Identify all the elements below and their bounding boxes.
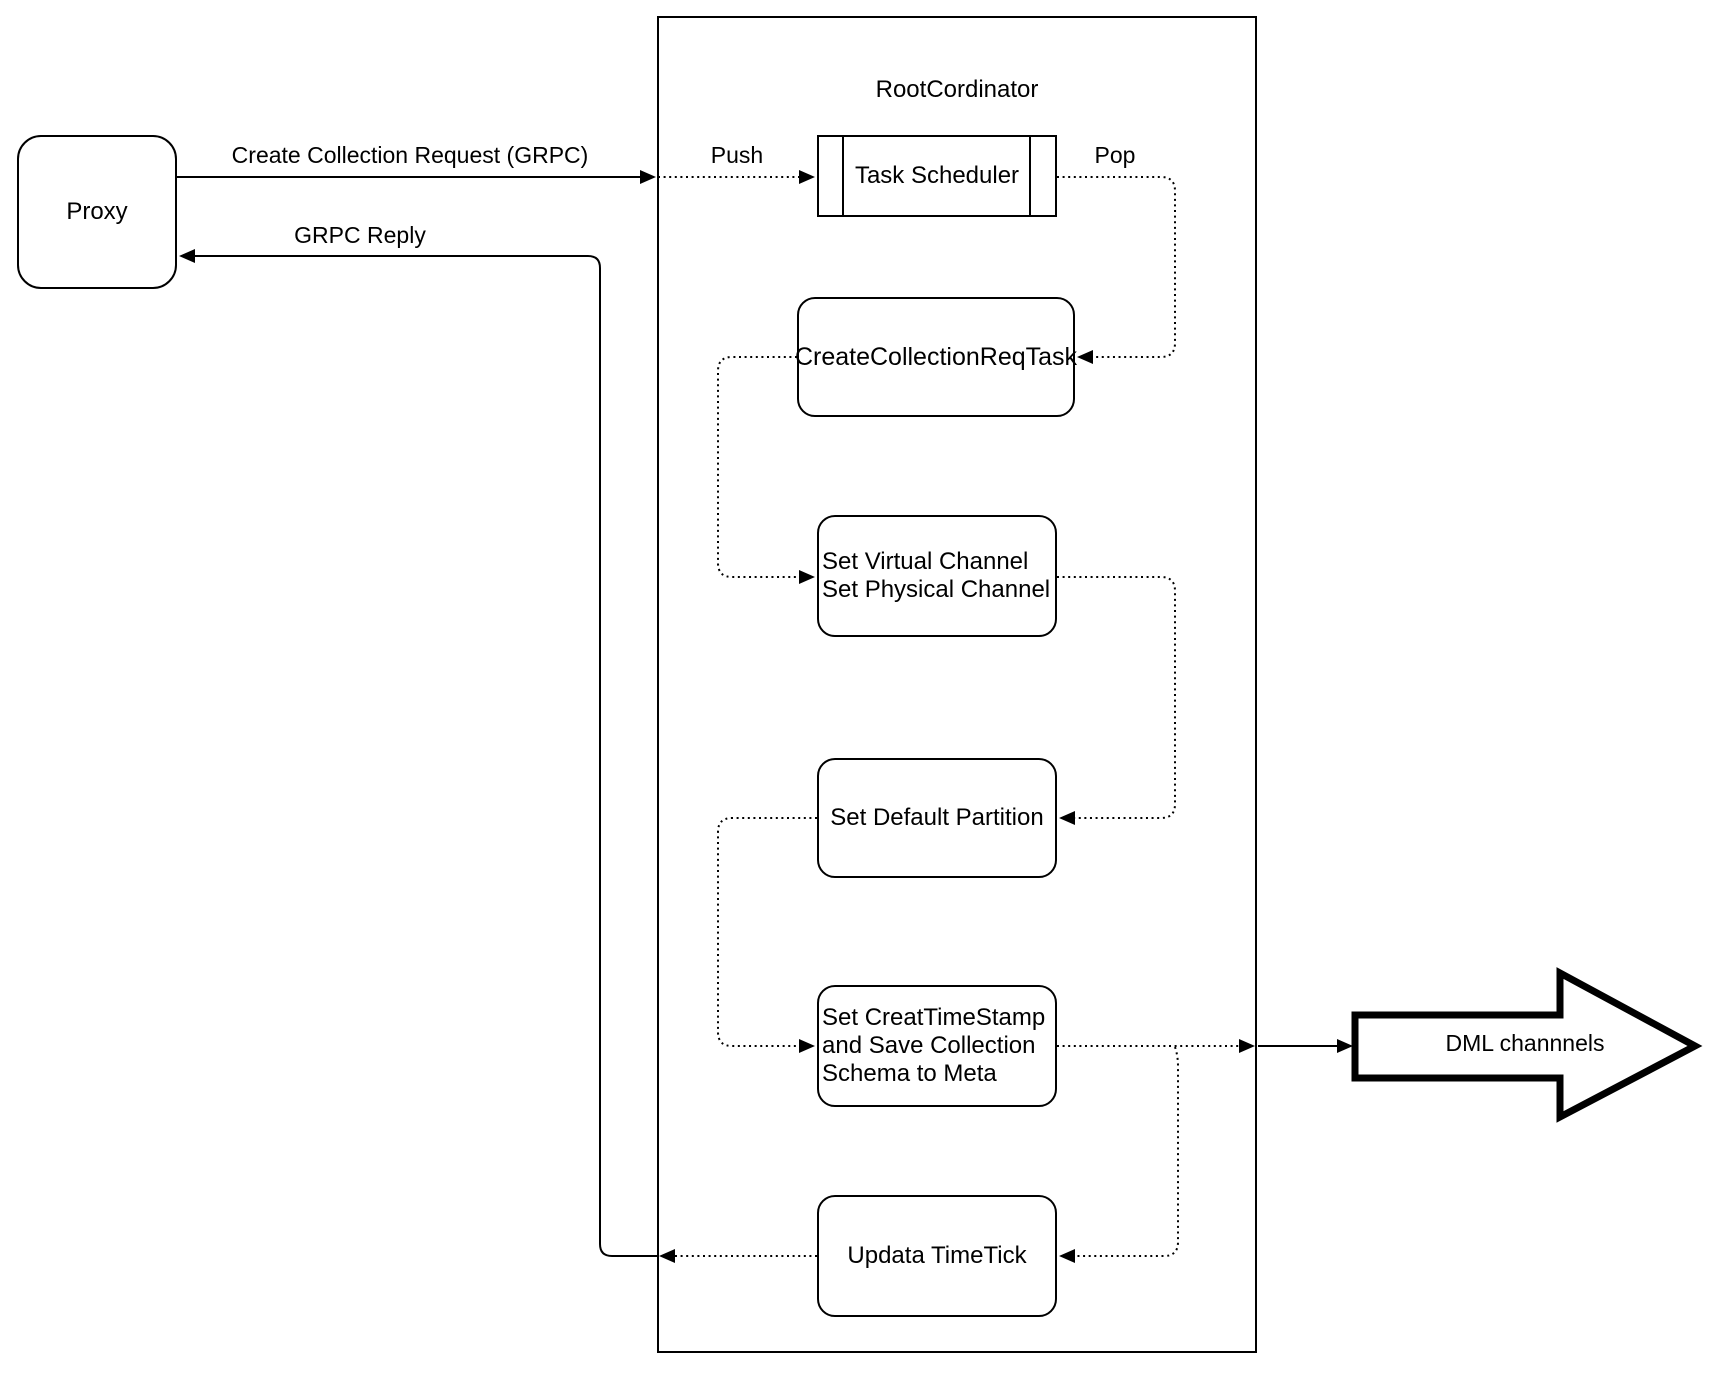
rootcoordinator-container (657, 16, 1257, 1353)
grpc-reply-label: GRPC Reply (292, 222, 428, 249)
arrowhead-set-timestamp (799, 1039, 815, 1053)
rootcoordinator-title: RootCordinator (875, 76, 1039, 103)
updata-timetick-node: Updata TimeTick (817, 1195, 1057, 1317)
task-scheduler-node: Task Scheduler (817, 135, 1057, 217)
arrowhead-updata-timetick (1059, 1249, 1075, 1263)
arrowhead-push (799, 170, 815, 184)
set-timestamp-node: Set CreatTimeStamp and Save Collection S… (817, 985, 1057, 1107)
edge-to-set-timestamp (717, 817, 817, 1047)
create-collection-request-label: Create Collection Request (GRPC) (229, 142, 591, 169)
arrowhead-request (640, 170, 656, 184)
push-label: Push (708, 142, 766, 169)
arrowhead-set-default-partition (1059, 811, 1075, 825)
arrowhead-dml (1337, 1039, 1353, 1053)
task-scheduler-left-divider (842, 135, 844, 217)
task-scheduler-right-divider (1029, 135, 1031, 217)
set-default-partition-node: Set Default Partition (817, 758, 1057, 878)
pop-label: Pop (1092, 142, 1138, 169)
edge-pop (1057, 176, 1176, 358)
set-default-partition-label: Set Default Partition (830, 804, 1044, 831)
dml-channels-arrow-shape (1351, 967, 1703, 1123)
set-channels-node: Set Virtual Channel Set Physical Channel (817, 515, 1057, 637)
set-timestamp-label: Set CreatTimeStamp and Save Collection S… (822, 1004, 1046, 1087)
arrowhead-pop (1077, 350, 1093, 364)
create-collection-req-task-label: CreateCollectionReqTask (794, 343, 1078, 371)
edge-to-updata-timetick (1075, 1046, 1179, 1257)
proxy-node: Proxy (17, 135, 177, 289)
arrowhead-grpc-reply (179, 249, 195, 263)
dml-channels-label: DML channnels (1445, 1030, 1605, 1056)
task-scheduler-label: Task Scheduler (854, 162, 1020, 189)
edge-grpc-reply (195, 255, 657, 1257)
set-channels-label: Set Virtual Channel Set Physical Channel (822, 548, 1051, 603)
updata-timetick-label: Updata TimeTick (847, 1242, 1027, 1269)
create-collection-req-task-node: CreateCollectionReqTask (794, 297, 1078, 417)
arrowhead-set-channels (799, 570, 815, 584)
proxy-label: Proxy (66, 198, 128, 225)
arrowhead-timetick-boundary (659, 1249, 675, 1263)
arrowhead-boundary (1239, 1039, 1255, 1053)
